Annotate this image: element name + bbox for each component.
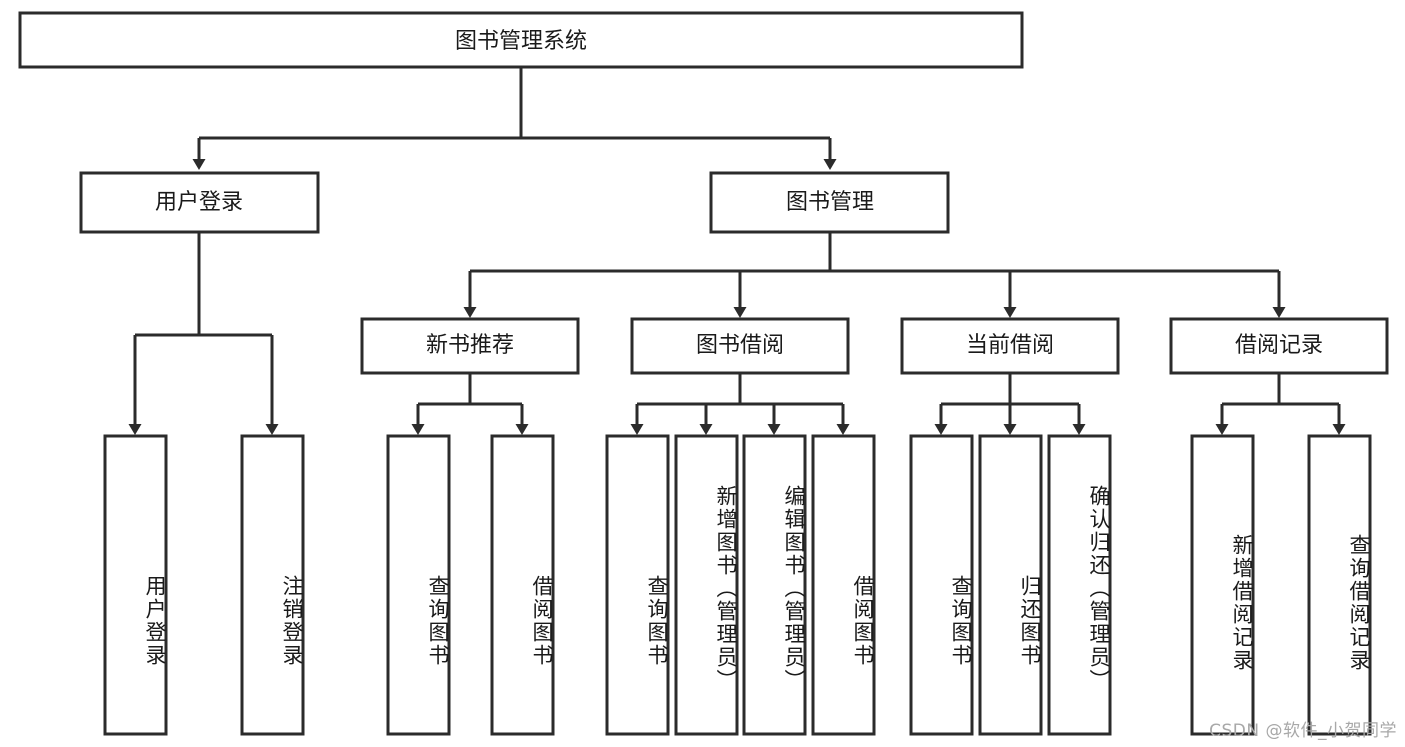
watermark-text: CSDN @软件_小贺同学 [1209,721,1397,741]
node-current-borrow-label: 当前借阅 [966,333,1054,358]
leaf-box-query-borrow-record[interactable] [1307,434,1372,736]
leaf-box-query-book-1[interactable] [386,434,451,736]
leaf-box-confirm-return[interactable] [1047,434,1112,736]
leaf-box-borrow-book-1[interactable] [490,434,555,736]
leaf-box-logout-login[interactable] [240,434,305,736]
leaf-box-query-book-3[interactable] [909,434,974,736]
node-book-management-system[interactable] [18,11,1024,69]
leaf-box-query-book-2[interactable] [605,434,670,736]
leaf-box-user-login[interactable] [103,434,168,736]
node-borrow-record-label: 借阅记录 [1235,333,1323,358]
node-new-book-recommend[interactable] [360,317,580,375]
node-book-management-system-label: 图书管理系统 [455,29,587,54]
node-borrow-record[interactable] [1169,317,1389,375]
node-book-borrow-label: 图书借阅 [696,333,784,358]
node-book-management[interactable] [709,171,950,234]
leaf-box-edit-book[interactable] [742,434,807,736]
leaf-box-add-borrow-record[interactable] [1190,434,1255,736]
node-user-login-label: 用户登录 [155,190,243,215]
node-current-borrow[interactable] [900,317,1120,375]
node-new-book-recommend-label: 新书推荐 [426,333,514,358]
leaf-box-borrow-book-2[interactable] [811,434,876,736]
leaf-box-return-book[interactable] [978,434,1043,736]
node-book-borrow[interactable] [630,317,850,375]
leaf-box-add-book[interactable] [674,434,739,736]
node-book-management-label: 图书管理 [786,190,874,215]
